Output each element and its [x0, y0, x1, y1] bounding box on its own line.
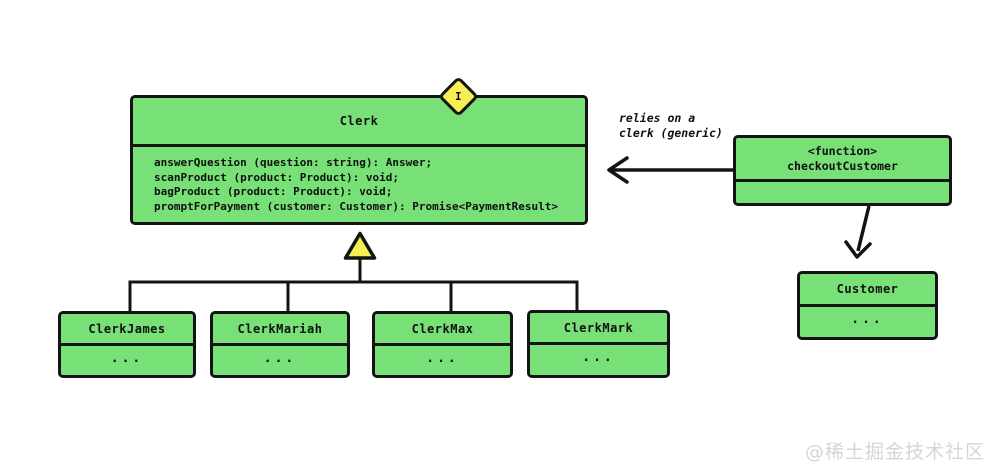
clerkjames-title: ClerkJames: [88, 321, 166, 336]
clerkmax-ellipsis: ...: [426, 350, 459, 366]
dependency-annotation: relies on a clerk (generic): [619, 111, 723, 141]
implementation-box-clerkmax: ClerkMax ...: [372, 311, 513, 378]
clerkmax-body: ...: [375, 346, 510, 375]
checkout-customer-function-box: <function> checkoutCustomer: [733, 135, 952, 206]
interface-badge-letter: I: [455, 90, 462, 103]
function-stereotype: <function>: [807, 143, 878, 158]
clerk-method-line: answerQuestion (question: string): Answe…: [154, 156, 433, 169]
clerkmark-body: ...: [530, 345, 667, 375]
function-box-header: <function> checkoutCustomer: [736, 138, 949, 182]
clerkjames-ellipsis: ...: [110, 350, 144, 366]
customer-title: Customer: [836, 282, 899, 296]
function-title: checkoutCustomer: [787, 158, 898, 173]
clerkmariah-header: ClerkMariah: [213, 314, 347, 346]
clerkmax-header: ClerkMax: [375, 314, 510, 346]
dependency-arrowhead-icon: [607, 156, 629, 184]
clerkmax-title: ClerkMax: [411, 321, 474, 336]
customer-arrow-shaft: [856, 205, 871, 252]
customer-box-body: ...: [800, 307, 935, 337]
clerkjames-header: ClerkJames: [61, 314, 193, 346]
clerk-interface-box: Clerk answerQuestion (question: string):…: [130, 95, 588, 225]
inheritance-rail-line: [128, 280, 579, 312]
inheritance-triangle-icon: [343, 231, 377, 260]
watermark-text: @稀土掘金技术社区: [804, 441, 985, 463]
dependency-annotation-line1: relies on a: [619, 111, 696, 125]
customer-arrowhead-icon: [844, 240, 872, 259]
clerk-methods-list: answerQuestion (question: string): Answe…: [133, 147, 585, 222]
implementation-box-clerkmariah: ClerkMariah ...: [210, 311, 350, 378]
clerk-interface-header: Clerk: [133, 98, 585, 147]
clerkmark-ellipsis: ...: [582, 350, 615, 365]
clerkmariah-ellipsis: ...: [263, 350, 297, 366]
clerkjames-body: ...: [61, 346, 193, 375]
clerkmark-title: ClerkMark: [563, 320, 634, 335]
clerk-method-line: scanProduct (product: Product): void;: [154, 170, 400, 184]
customer-box-header: Customer: [800, 274, 935, 307]
function-box-body: [736, 182, 949, 203]
implementation-box-clerkjames: ClerkJames ...: [58, 311, 196, 378]
clerkmariah-body: ...: [213, 346, 347, 375]
clerk-method-line: promptForPayment (customer: Customer): P…: [154, 199, 558, 213]
clerk-method-line: bagProduct (product: Product): void;: [154, 185, 393, 198]
implementation-box-clerkmark: ClerkMark ...: [527, 310, 670, 378]
customer-box: Customer ...: [797, 271, 938, 340]
customer-body-ellipsis: ...: [851, 312, 884, 327]
clerk-interface-title: Clerk: [339, 114, 379, 128]
dependency-annotation-line2: clerk (generic): [619, 126, 723, 140]
clerkmariah-title: ClerkMariah: [237, 321, 323, 336]
clerkmark-header: ClerkMark: [530, 313, 667, 345]
